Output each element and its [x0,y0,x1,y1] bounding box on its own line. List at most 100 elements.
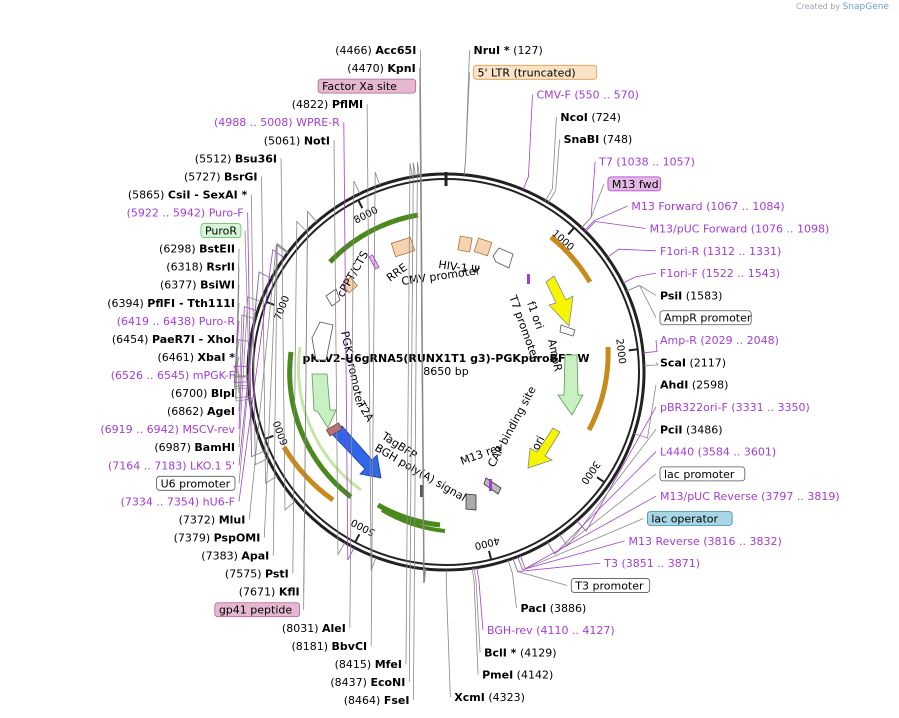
feature-label-5-ltr-truncated[interactable]: 5' LTR (truncated) [473,64,598,80]
feature-arc-f1-outer [549,235,593,284]
primer-wpre-r[interactable]: (4988 .. 5008) WPRE-R [214,116,340,129]
enzyme-site-pflfi-tth111i[interactable]: (6394) PflFI - Tth111I [107,297,235,310]
site-label-text: (8415) MfeI [335,658,402,671]
plasmid-size: 8650 bp [423,365,468,378]
site-position: (3851 .. 3871) [621,557,700,570]
feature-label-t3-promoter[interactable]: T3 promoter [570,578,651,593]
enzyme-site-xbai[interactable]: (6461) XbaI * [157,351,235,364]
site-label-text: (6298) BstEII [159,243,235,256]
primer-cmv-f[interactable]: CMV-F (550 .. 570) [536,89,638,102]
enzyme-site-snabi[interactable]: SnaBI (748) [564,133,633,146]
feature-label-factor-xa-site[interactable]: Factor Xa site [317,78,417,94]
site-label-text: (8031) AleI [282,622,346,635]
site-label-text: (4466) Acc65I [335,44,416,57]
site-label-text: L4440 (3584 .. 3601) [660,446,776,459]
feature-arc-puro-outer [281,445,335,503]
site-label-text: SnaBI (748) [564,133,633,146]
feature-label-gp41-peptide[interactable]: gp41 peptide [214,602,301,618]
primer-lko-1-5[interactable]: (7164 .. 7183) LKO.1 5' [108,459,235,472]
enzyme-site-ahdi[interactable]: AhdI (2598) [660,379,728,392]
feature-label-m13-fwd[interactable]: M13 fwd [607,176,662,192]
site-name: ScaI [660,356,686,369]
enzyme-site-pspomi[interactable]: (7379) PspOMI [174,532,261,545]
enzyme-site-acc65i[interactable]: (4466) Acc65I [335,44,416,57]
box-label-text: gp41 peptide [219,604,293,617]
primer-m13-forward[interactable]: M13 Forward (1067 .. 1084) [631,200,784,213]
primer-t3[interactable]: T3 (3851 .. 3871) [603,557,700,570]
enzyme-site-bsu36i[interactable]: (5512) Bsu36I [195,152,277,165]
primer-m13-puc-reverse[interactable]: M13/pUC Reverse (3797 .. 3819) [660,490,840,503]
tick-label: 4000 [473,534,500,551]
enzyme-site-paci[interactable]: PacI (3886) [520,602,586,615]
enzyme-site-psti[interactable]: (7575) PstI [225,568,289,581]
primer-bgh-rev[interactable]: BGH-rev (4110 .. 4127) [487,624,615,637]
enzyme-site-nrui[interactable]: NruI * (127) [474,44,543,57]
enzyme-site-rsrii[interactable]: (6318) RsrII [166,261,235,274]
leader-gp41-peptide [303,210,318,610]
primer-f1ori-r[interactable]: F1ori-R (1312 .. 1331) [660,245,781,258]
primer-hu6-f[interactable]: (7334 .. 7354) hU6-F [121,495,235,508]
primer-t7[interactable]: T7 (1038 .. 1057) [598,156,695,169]
site-position: (8464) [344,694,381,707]
enzyme-site-kpni[interactable]: (4470) KpnI [347,62,415,75]
enzyme-site-ncoi[interactable]: NcoI (724) [560,111,620,124]
enzyme-site-mlui[interactable]: (7372) MluI [179,513,246,526]
enzyme-site-pflmi[interactable]: (4822) PflMI [292,98,363,111]
enzyme-site-bsrgi[interactable]: (5727) BsrGI [184,170,258,183]
feature-arc-rre-region [328,212,419,264]
feature-label-u6-promoter[interactable]: U6 promoter [156,475,236,491]
primer-m13-reverse[interactable]: M13 Reverse (3816 .. 3832) [629,535,782,548]
enzyme-site-econi[interactable]: (8437) EcoNI [330,676,405,689]
site-name: KpnI [387,62,415,75]
site-name: M13/pUC Reverse [660,490,758,503]
primer-mpgk-f[interactable]: (6526 .. 6545) mPGK-F [111,369,235,382]
feature-label-lac-operator[interactable]: lac operator [646,511,733,526]
primer-mscv-rev[interactable]: (6919 .. 6942) MSCV-rev [100,423,235,436]
feature-label-ampr-promoter[interactable]: AmpR promoter [659,310,752,326]
box-label-bg [646,511,733,526]
enzyme-site-bamhi[interactable]: (6987) BamHI [154,441,235,454]
primer-puro-f[interactable]: (5922 .. 5942) Puro-F [127,207,244,220]
feature-arc-wpre [376,502,441,528]
site-name: MluI [219,513,246,526]
enzyme-site-pcii[interactable]: PciI (3486) [660,423,723,436]
enzyme-site-pmei[interactable]: PmeI (4142) [482,669,553,682]
site-name: BsrGI [224,170,257,183]
primer-m13-puc-forward[interactable]: M13/pUC Forward (1076 .. 1098) [650,222,830,235]
site-position: (5727) [184,170,221,183]
enzyme-site-kfli[interactable]: (7671) KflI [239,586,300,599]
primer-pbr322ori-f[interactable]: pBR322ori-F (3331 .. 3350) [660,401,810,414]
enzyme-site-bcli[interactable]: BclI * (4129) [484,646,556,659]
primer-l4440[interactable]: L4440 (3584 .. 3601) [660,446,776,459]
enzyme-site-bbvci[interactable]: (8181) BbvCI [291,640,367,653]
site-label-text: (8181) BbvCI [291,640,367,653]
enzyme-site-agei[interactable]: (6862) AgeI [167,405,235,418]
enzyme-site-csii-sexai[interactable]: (5865) CsiI - SexAI * [128,188,248,201]
primer-puro-r[interactable]: (6419 .. 6438) Puro-R [117,315,236,328]
enzyme-site-scai[interactable]: ScaI (2117) [660,356,726,369]
site-label-text: (5512) Bsu36I [195,152,277,165]
enzyme-site-paer7i-xhoi[interactable]: (6454) PaeR7I - XhoI [112,333,235,346]
enzyme-site-noti[interactable]: (5061) NotI [264,134,330,147]
site-label-text: PciI (3486) [660,423,723,436]
enzyme-site-blpi[interactable]: (6700) BlpI [171,387,235,400]
enzyme-site-alei[interactable]: (8031) AleI [282,622,346,635]
enzyme-site-bsiwi[interactable]: (6377) BsiWI [160,279,235,292]
site-position: (748) [603,133,633,146]
site-position: (4142) [517,669,554,682]
enzyme-site-bsteii[interactable]: (6298) BstEII [159,243,235,256]
leader-u6-promoter [238,271,272,484]
site-name: Acc65I [375,44,416,57]
enzyme-site-psii[interactable]: PsiI (1583) [660,289,722,302]
primer-amp-r[interactable]: Amp-R (2029 .. 2048) [660,334,779,347]
enzyme-site-fsei[interactable]: (8464) FseI [344,694,410,707]
enzyme-site-xcmi[interactable]: XcmI (4323) [454,691,525,704]
enzyme-site-mfei[interactable]: (8415) MfeI [335,658,402,671]
enzyme-site-apai[interactable]: (7383) ApaI [201,550,269,563]
feature-label-lac-promoter[interactable]: lac promoter [659,466,746,482]
site-label-text: M13/pUC Reverse (3797 .. 3819) [660,490,840,503]
box-label-text: AmpR promoter [664,312,752,325]
primer-f1ori-f[interactable]: F1ori-F (1522 .. 1543) [660,267,780,280]
feature-label-puror[interactable]: PuroR [200,223,242,238]
leader-csii-sexai [250,194,269,466]
